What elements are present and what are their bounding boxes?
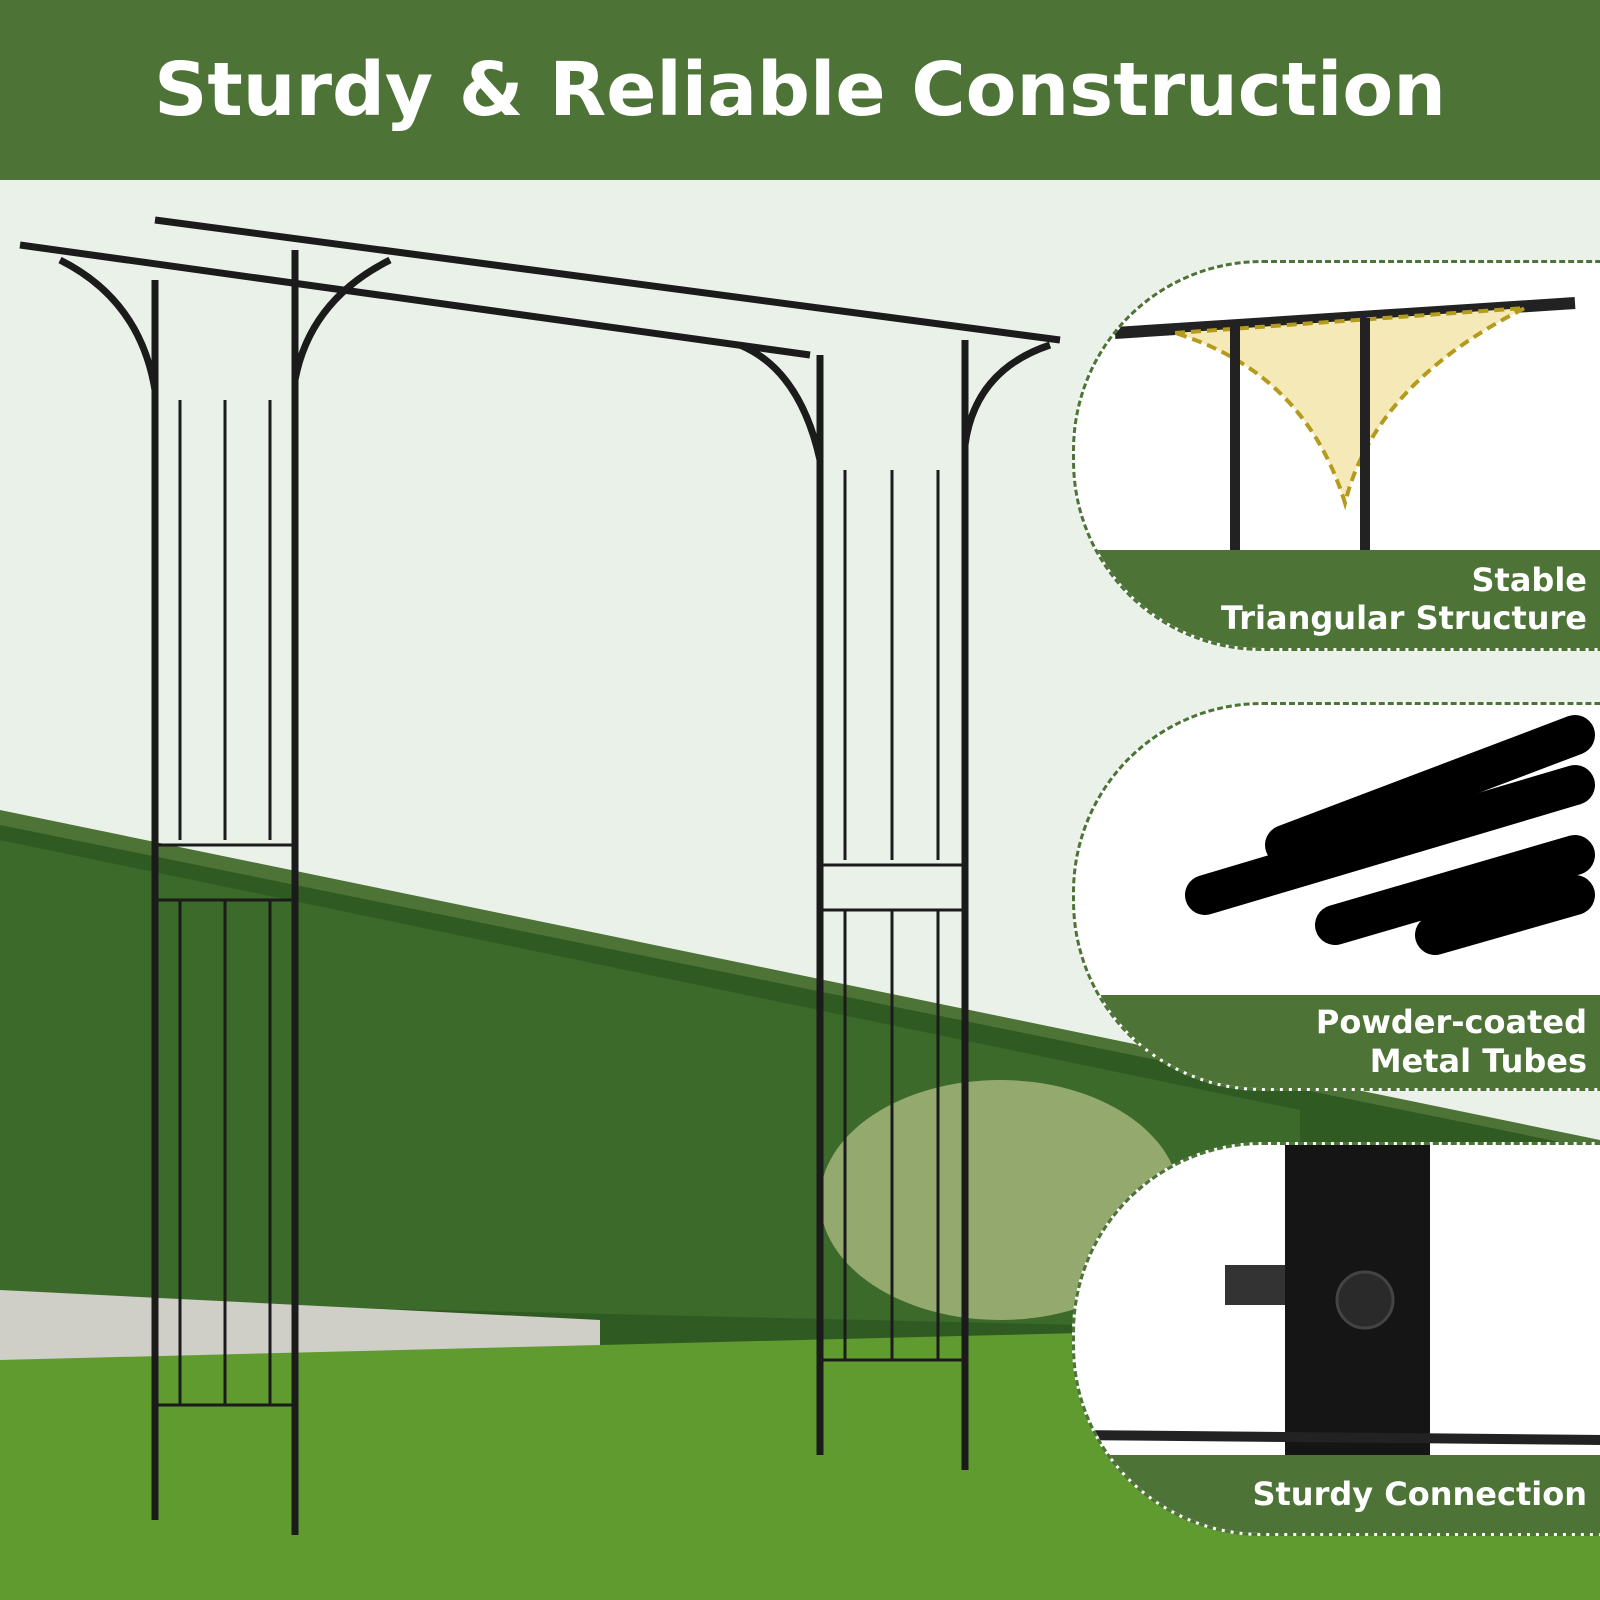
callout-metal-tubes: Powder-coated Metal Tubes bbox=[1072, 702, 1600, 1091]
metal-tubes-icon bbox=[1185, 715, 1595, 955]
callout-triangular-structure: Stable Triangular Structure bbox=[1072, 260, 1600, 651]
callout-sturdy-connection: Sturdy Connection bbox=[1072, 1142, 1600, 1536]
callout-caption: Stable Triangular Structure bbox=[1075, 550, 1600, 648]
page-title: Sturdy & Reliable Construction bbox=[154, 47, 1446, 133]
header-banner: Sturdy & Reliable Construction bbox=[0, 0, 1600, 180]
caption-line: Stable bbox=[1471, 560, 1587, 599]
bolt-connection-icon bbox=[1075, 1145, 1600, 1455]
caption-line: Triangular Structure bbox=[1220, 599, 1587, 637]
triangle-bracket-icon bbox=[1114, 297, 1576, 553]
callout-caption: Sturdy Connection bbox=[1075, 1455, 1600, 1533]
caption-line: Powder-coated bbox=[1315, 1003, 1587, 1042]
caption-line: Sturdy Connection bbox=[1252, 1474, 1587, 1513]
garden-arch bbox=[19, 216, 1061, 1535]
caption-line: Metal Tubes bbox=[1369, 1041, 1587, 1080]
callout-caption: Powder-coated Metal Tubes bbox=[1075, 995, 1600, 1088]
